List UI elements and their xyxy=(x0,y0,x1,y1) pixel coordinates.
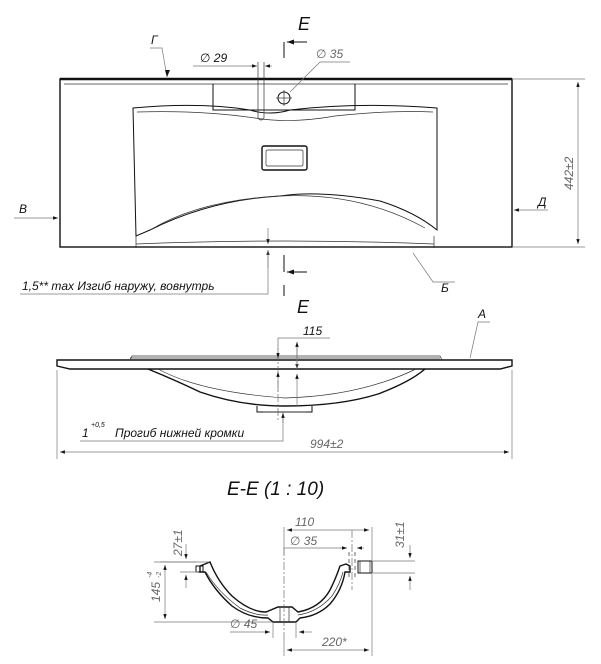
bend-note: 1,5** max Изгиб наружу, вовнутрь xyxy=(22,279,215,293)
width-dim-label: 994±2 xyxy=(310,437,344,451)
dim-110-label: 110 xyxy=(295,515,314,529)
dia-45-label: ∅ 45 xyxy=(230,617,257,631)
dim-27-label: 27±1 xyxy=(171,529,185,557)
section-title: E-E (1 : 10) xyxy=(227,479,324,500)
bottom-note-main: 1 xyxy=(82,426,89,440)
top-view-outline xyxy=(59,78,513,248)
label-d: Д xyxy=(536,195,547,209)
dim-31-label: 31±1 xyxy=(393,521,407,548)
dim-145-tol2: -2 xyxy=(156,572,163,578)
height-dim-label: 442±2 xyxy=(562,156,576,190)
section-mark-top: E xyxy=(298,14,311,34)
section-view: E-E (1 : 10) 110 ∅ 35 31±1 xyxy=(147,479,415,656)
front-bowl xyxy=(147,368,426,407)
label-a: A xyxy=(477,307,486,321)
dim-145-tol: -4 xyxy=(147,572,154,578)
label-b: Б xyxy=(441,281,449,295)
basin-outline xyxy=(132,104,438,237)
label-v: В xyxy=(19,202,27,216)
bottom-note-text: Прогиб нижней кромки xyxy=(115,426,244,440)
dia-35-label: ∅ 35 xyxy=(316,47,343,61)
faucet-deck xyxy=(212,84,356,111)
overflow-slot xyxy=(261,145,308,171)
section-profile-outer xyxy=(199,561,351,623)
front-view: E 115 A 1 +0,5 Прогиб нижней кромки 994±… xyxy=(56,285,513,459)
section-mark-front: E xyxy=(297,297,310,317)
dia-35-section: ∅ 35 xyxy=(290,534,317,548)
top-view: E ∅ 29 ∅ 35 Г В Д Б 442±2 1,5* xyxy=(14,14,585,295)
dim-220-label: 220* xyxy=(321,635,347,649)
dim-115-label: 115 xyxy=(303,324,322,338)
front-slab xyxy=(56,359,513,370)
label-g: Г xyxy=(151,33,159,47)
dim-145-main: 145 xyxy=(149,582,163,602)
dia-29-label: ∅ 29 xyxy=(200,51,227,65)
bottom-note-sup: +0,5 xyxy=(91,422,105,429)
